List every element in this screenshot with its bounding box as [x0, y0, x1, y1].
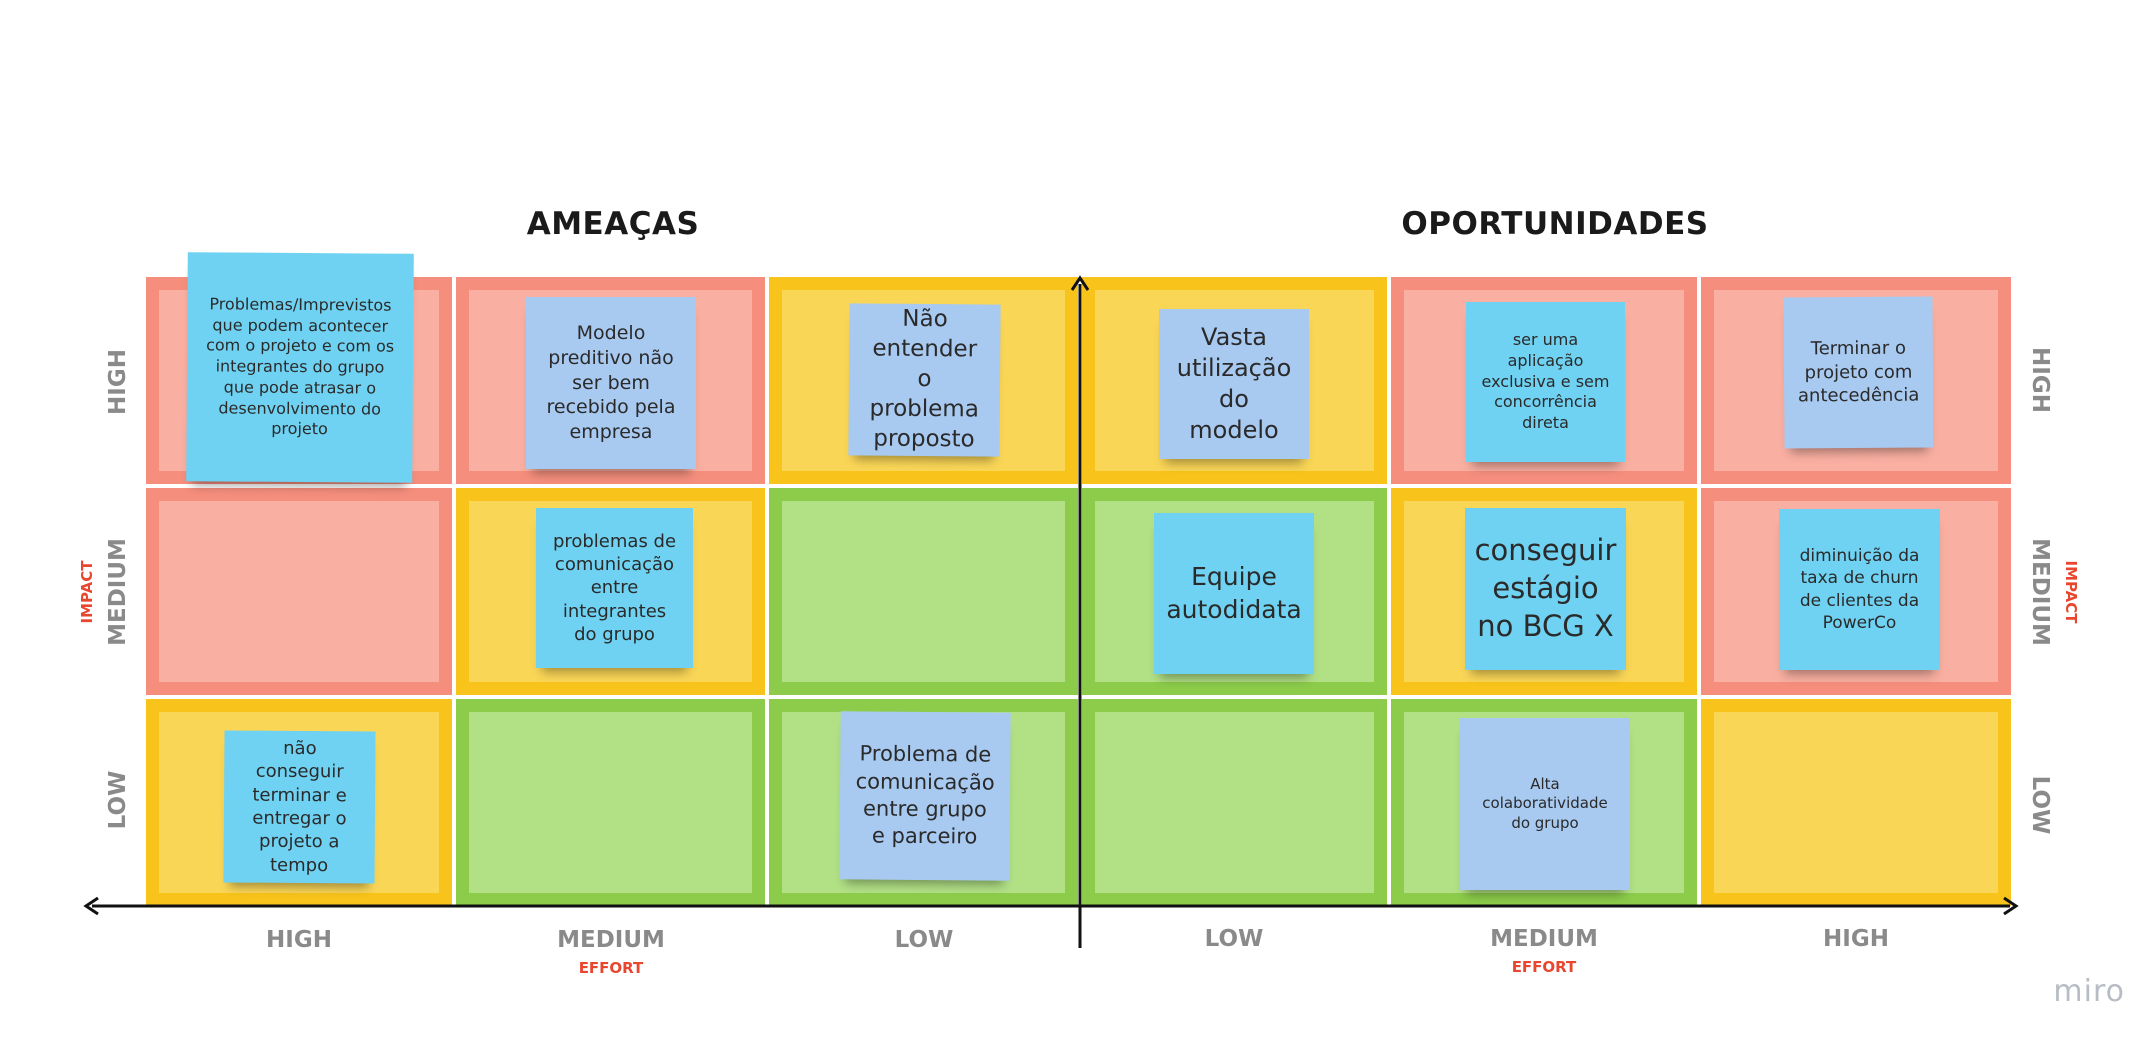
opportunities-title: OPORTUNIDADES: [1401, 206, 1709, 242]
sticky-opp-vasta-utilizacao[interactable]: Vasta utilização do modelo: [1159, 309, 1309, 459]
sticky-opp-alta-colaboratividade[interactable]: Alta colaboratividade do grupo: [1460, 718, 1630, 890]
sticky-opp-estagio-bcg[interactable]: conseguir estágio no BCG X: [1465, 508, 1626, 670]
effort-label-right-low: LOW: [1204, 926, 1264, 952]
impact-label-right-medium: MEDIUM: [2027, 538, 2053, 646]
sticky-opp-equipe-autodidata[interactable]: Equipe autodidata: [1154, 513, 1314, 674]
threats-title: AMEAÇAS: [526, 206, 700, 242]
sticky-threat-modelo-preditivo[interactable]: Modelo preditivo não ser bem recebido pe…: [526, 297, 696, 469]
effort-label-left-medium: MEDIUM: [557, 927, 665, 953]
impact-label-right-low: LOW: [2027, 775, 2053, 835]
impact-title-left: IMPACT: [78, 560, 96, 624]
effort-label-right-high: HIGH: [1823, 926, 1889, 952]
cell-threat-low-medium: [456, 699, 765, 906]
cell-threat-medium-high: [146, 488, 452, 695]
sticky-threat-problema-comunicacao-parceiro[interactable]: Problema de comunicação entre grupo e pa…: [839, 711, 1011, 881]
effort-title-right: EFFORT: [1511, 958, 1577, 976]
impact-label-left-low: LOW: [105, 770, 131, 830]
sticky-threat-problemas-imprevistos[interactable]: Problemas/Imprevistos que podem acontece…: [186, 252, 414, 483]
impact-title-right: IMPACT: [2062, 560, 2080, 624]
effort-title-left: EFFORT: [578, 959, 644, 977]
y-axis-arrow-top: [1070, 275, 1090, 291]
sticky-threat-nao-entender[interactable]: Não entender o problema proposto: [848, 303, 1001, 457]
sticky-opp-aplicacao-exclusiva[interactable]: ser uma aplicação exclusiva e sem concor…: [1466, 302, 1625, 462]
impact-label-left-high: HIGH: [105, 349, 131, 415]
effort-label-left-low: LOW: [894, 927, 954, 953]
sticky-opp-terminar-antecedencia[interactable]: Terminar o projeto com antecedência: [1783, 296, 1934, 449]
sticky-opp-churn-powerco[interactable]: diminuição da taxa de churn de clientes …: [1779, 509, 1940, 670]
miro-logo: miro: [2053, 974, 2125, 1009]
x-axis-arrow-left: [83, 896, 99, 916]
cell-threat-medium-low: [769, 488, 1078, 695]
cell-opp-low-high: [1701, 699, 2011, 906]
x-axis-arrow-right: [2003, 896, 2019, 916]
sticky-threat-nao-conseguir-terminar[interactable]: não conseguir terminar e entregar o proj…: [223, 730, 376, 884]
effort-label-left-high: HIGH: [266, 927, 332, 953]
sticky-threat-problemas-comunicacao[interactable]: problemas de comunicação entre integrant…: [536, 508, 693, 668]
cell-opp-low-low: [1082, 699, 1387, 906]
impact-label-right-high: HIGH: [2027, 347, 2053, 413]
effort-label-right-medium: MEDIUM: [1490, 926, 1598, 952]
impact-label-left-medium: MEDIUM: [105, 538, 131, 646]
